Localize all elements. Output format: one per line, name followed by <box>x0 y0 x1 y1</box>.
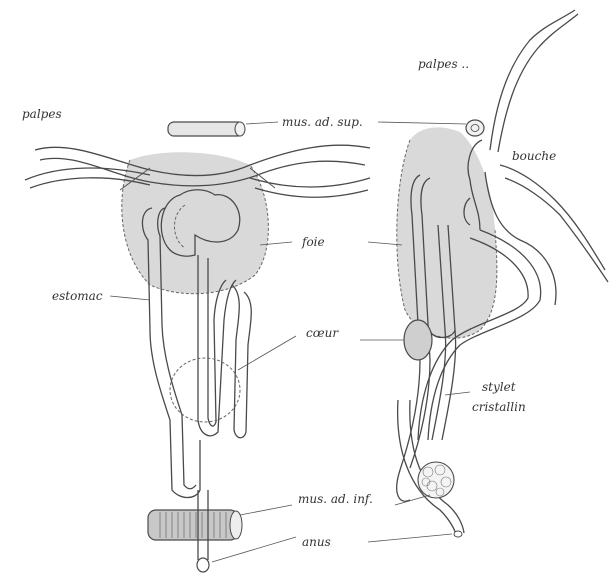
label-cristallin: cristallin <box>472 400 526 414</box>
right-sup-adductor-muscle <box>466 120 484 136</box>
label-palpes-right: palpes .. <box>418 57 469 71</box>
label-stylet: stylet <box>482 380 516 394</box>
right-anus <box>454 531 462 537</box>
label-estomac: estomac <box>52 289 103 303</box>
label-bouche: bouche <box>512 149 556 163</box>
left-sup-adductor-muscle <box>168 122 245 136</box>
right-figure <box>397 10 608 537</box>
label-foie: foie <box>301 235 325 249</box>
label-coeur: cœur <box>306 326 339 340</box>
label-anus: anus <box>302 535 331 549</box>
label-mus-ad-inf: mus. ad. inf. <box>298 492 373 506</box>
right-inf-adductor-muscle <box>418 462 454 498</box>
right-liver-shading <box>397 127 497 338</box>
label-palpes-left: palpes <box>22 107 62 121</box>
left-inf-adductor-muscle <box>148 510 242 540</box>
right-heart <box>404 320 432 360</box>
label-mus-ad-sup: mus. ad. sup. <box>282 115 363 129</box>
